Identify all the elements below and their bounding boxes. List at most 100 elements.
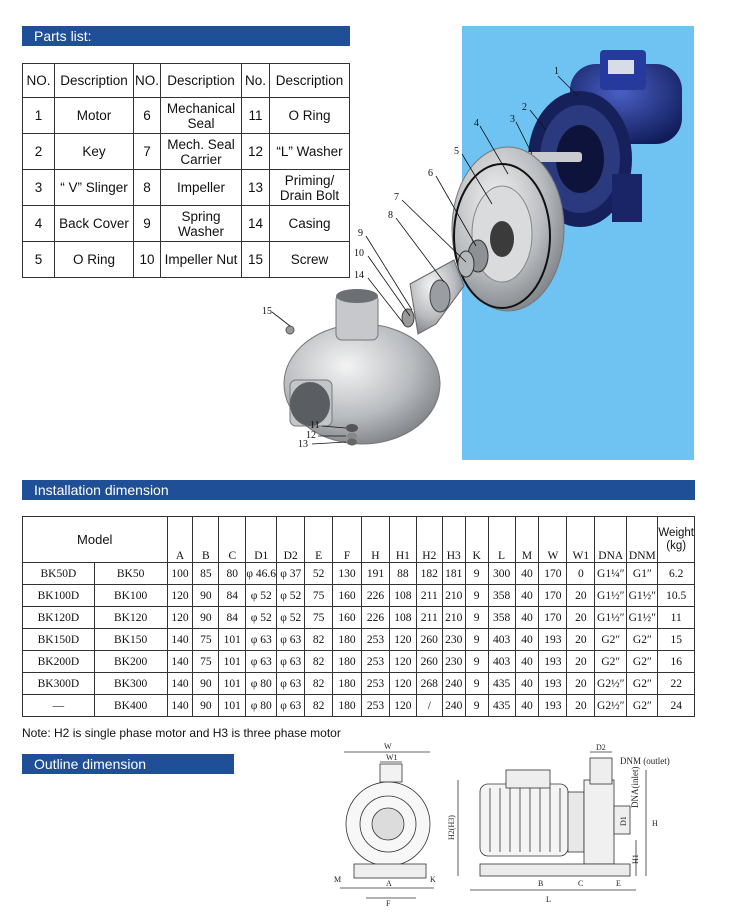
cell: 358 bbox=[487, 606, 516, 629]
cell: φ 37 bbox=[276, 562, 306, 585]
header-h: H bbox=[360, 516, 390, 563]
model-three-phase: BK120 bbox=[93, 606, 168, 629]
part-number: 9 bbox=[133, 205, 161, 242]
cell: 6.2 bbox=[657, 562, 695, 585]
cell: 403 bbox=[487, 628, 516, 651]
model-single-phase: BK150D bbox=[22, 628, 95, 651]
part-description: O Ring bbox=[54, 241, 134, 278]
part-description: “L” Washer bbox=[269, 133, 350, 170]
parts-list-title: Parts list: bbox=[34, 28, 92, 44]
cell: 230 bbox=[441, 628, 466, 651]
cell: G1½″ bbox=[626, 606, 659, 629]
parts-list-table: NO. Description NO. Description No. Desc… bbox=[22, 63, 350, 278]
model-single-phase: BK120D bbox=[22, 606, 95, 629]
drain-bolt-image bbox=[346, 424, 358, 446]
cell: φ 63 bbox=[276, 650, 306, 673]
cell: 52 bbox=[304, 562, 334, 585]
cell: φ 63 bbox=[276, 628, 306, 651]
cell: 403 bbox=[487, 650, 516, 673]
callout-14: 14 bbox=[354, 270, 364, 281]
cell: 180 bbox=[332, 694, 362, 717]
cell: 260 bbox=[415, 650, 443, 673]
cell: 9 bbox=[464, 606, 489, 629]
cell: φ 52 bbox=[276, 606, 306, 629]
cell: 90 bbox=[192, 672, 220, 695]
model-single-phase: — bbox=[22, 694, 95, 717]
outline-dimension-title: Outline dimension bbox=[34, 756, 147, 772]
dim-h: H bbox=[652, 819, 658, 828]
outline-dimension-header: Outline dimension bbox=[22, 754, 234, 774]
outline-front-view: W W1 M A K F bbox=[334, 742, 436, 908]
cell: 130 bbox=[332, 562, 362, 585]
cell: 20 bbox=[566, 628, 596, 651]
dim-e: E bbox=[616, 879, 621, 888]
header-h3: H3 bbox=[441, 516, 466, 563]
cell: G2″ bbox=[626, 694, 659, 717]
callout-2: 2 bbox=[522, 102, 527, 113]
model-three-phase: BK300 bbox=[93, 672, 168, 695]
cell: φ 63 bbox=[245, 650, 278, 673]
cell: G1½″ bbox=[594, 606, 628, 629]
parts-list-header: Parts list: bbox=[22, 26, 350, 46]
cell: G1¼″ bbox=[594, 562, 628, 585]
cell: 9 bbox=[464, 650, 489, 673]
cell: 101 bbox=[218, 628, 247, 651]
cell: G2″ bbox=[626, 672, 659, 695]
header-h2: H2 bbox=[415, 516, 443, 563]
cell: 108 bbox=[388, 584, 417, 607]
cell: 193 bbox=[538, 628, 568, 651]
callout-5: 5 bbox=[454, 146, 459, 157]
cell: 40 bbox=[514, 584, 540, 607]
dim-h2h3: H2(H3) bbox=[447, 815, 456, 840]
cell: 160 bbox=[332, 606, 362, 629]
callout-13: 13 bbox=[298, 439, 308, 450]
cell: φ 63 bbox=[276, 694, 306, 717]
part-number: 10 bbox=[133, 241, 161, 278]
exploded-pump-diagram: 1 2 3 4 5 6 7 8 9 10 14 15 11 12 13 bbox=[262, 26, 694, 460]
cell: 9 bbox=[464, 584, 489, 607]
motor-fins bbox=[489, 788, 561, 852]
installation-dimension-title: Installation dimension bbox=[34, 482, 169, 498]
cell: G2½″ bbox=[594, 672, 628, 695]
header-m: M bbox=[514, 516, 540, 563]
cell: 160 bbox=[332, 584, 362, 607]
cell: 230 bbox=[441, 650, 466, 673]
cell: 120 bbox=[388, 628, 417, 651]
cell: 260 bbox=[415, 628, 443, 651]
cell: 90 bbox=[192, 584, 220, 607]
cell: G2″ bbox=[626, 650, 659, 673]
part-description: Impeller Nut bbox=[160, 241, 242, 278]
cell: 120 bbox=[388, 694, 417, 717]
cell: 24 bbox=[657, 694, 695, 717]
header-dnm: DNM bbox=[626, 516, 659, 563]
cell: 120 bbox=[388, 672, 417, 695]
cell: 40 bbox=[514, 562, 540, 585]
cell: 88 bbox=[388, 562, 417, 585]
cell: 80 bbox=[218, 562, 247, 585]
part-description: Priming/ Drain Bolt bbox=[269, 169, 350, 206]
dim-h1: H1 bbox=[631, 854, 640, 864]
cell: 140 bbox=[166, 628, 194, 651]
model-single-phase: BK200D bbox=[22, 650, 95, 673]
model-three-phase: BK100 bbox=[93, 584, 168, 607]
part-number: 2 bbox=[22, 133, 55, 170]
cell: 435 bbox=[487, 672, 516, 695]
header-description: Description bbox=[54, 63, 134, 98]
callout-4: 4 bbox=[474, 118, 479, 129]
screw-image bbox=[285, 325, 295, 335]
cell: 75 bbox=[304, 606, 334, 629]
cell: 120 bbox=[166, 606, 194, 629]
cell: 40 bbox=[514, 694, 540, 717]
callout-15: 15 bbox=[262, 306, 272, 317]
cell: 40 bbox=[514, 606, 540, 629]
dim-l: L bbox=[546, 895, 551, 904]
cell: 253 bbox=[360, 628, 390, 651]
header-weight: Weight (kg) bbox=[657, 516, 695, 563]
dim-d2: D2 bbox=[596, 743, 606, 752]
cell: 40 bbox=[514, 672, 540, 695]
dim-d1: D1 bbox=[619, 816, 628, 826]
